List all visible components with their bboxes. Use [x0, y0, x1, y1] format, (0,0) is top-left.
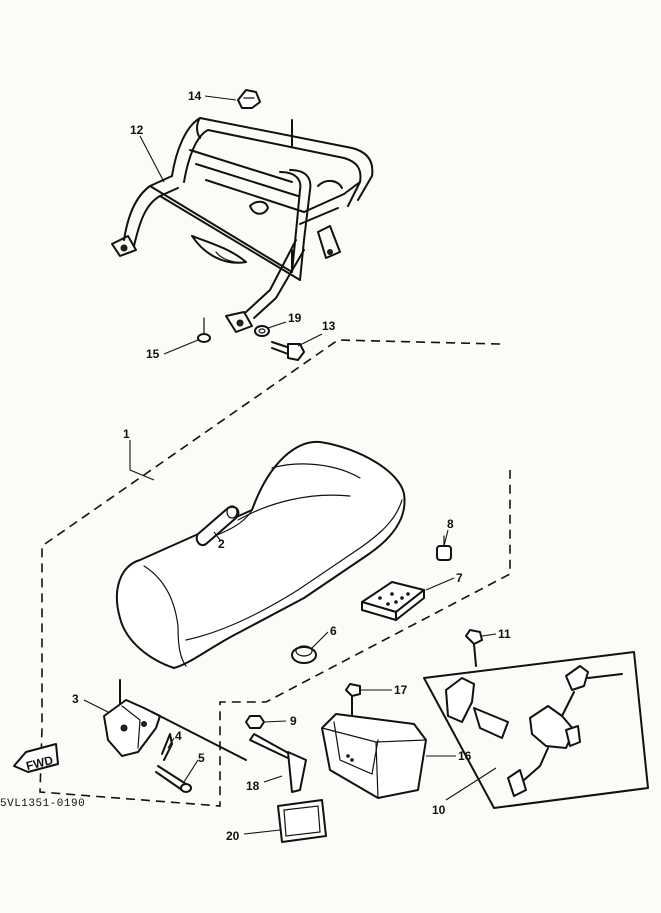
- pin-5: [155, 765, 192, 793]
- bolt-17: [345, 683, 361, 717]
- part-number-7: 7: [456, 571, 463, 585]
- label-20: [277, 799, 327, 843]
- nut-9: [245, 715, 265, 729]
- part-number-14: 14: [188, 89, 202, 103]
- part-number-19: 19: [288, 311, 302, 325]
- fwd-arrow: [13, 743, 59, 773]
- part-number-8: 8: [447, 517, 454, 531]
- assembly-outline: [39, 339, 511, 807]
- hinge-3: [103, 679, 247, 761]
- part-number-16: 16: [458, 749, 472, 763]
- part-number-11: 11: [498, 627, 511, 641]
- part-numbers: 1 2 3 4 5 6 7 8 9 10 11 12 13 14 15 16 1…: [72, 89, 511, 843]
- lock-assembly: [423, 651, 649, 809]
- part-number-13: 13: [322, 319, 336, 333]
- part-number-4: 4: [175, 729, 182, 743]
- damper-2: [195, 505, 240, 546]
- sponge-7: [361, 581, 425, 621]
- part-number-9: 9: [290, 714, 297, 728]
- fwd-label: FWD: [25, 753, 55, 773]
- bolt-11: [465, 629, 483, 667]
- washer-19: [254, 325, 270, 337]
- part-number-15: 15: [146, 347, 160, 361]
- nut-15: [197, 317, 211, 343]
- part-number-2: 2: [218, 537, 225, 551]
- clip-4: [161, 733, 173, 761]
- part-number-6: 6: [330, 624, 337, 638]
- part-number-5: 5: [198, 751, 205, 765]
- part-number-18: 18: [246, 779, 260, 793]
- leader-lines: [83, 95, 497, 835]
- bolt-13: [271, 341, 305, 361]
- part-number-12: 12: [130, 123, 144, 137]
- part-number-17: 17: [394, 683, 408, 697]
- carrier-rack: [111, 117, 374, 333]
- part-number-10: 10: [432, 803, 446, 817]
- part-number-1: 1: [123, 427, 130, 441]
- damper-8: [436, 535, 452, 561]
- diagram-code: 5VL1351-0190: [0, 798, 85, 810]
- bracket-18: [249, 733, 307, 793]
- damper-6: [291, 645, 317, 664]
- part-number-20: 20: [226, 829, 240, 843]
- seat: [115, 440, 406, 669]
- bolt-14: [237, 89, 261, 109]
- case-16: [321, 713, 427, 799]
- part-number-3: 3: [72, 692, 79, 706]
